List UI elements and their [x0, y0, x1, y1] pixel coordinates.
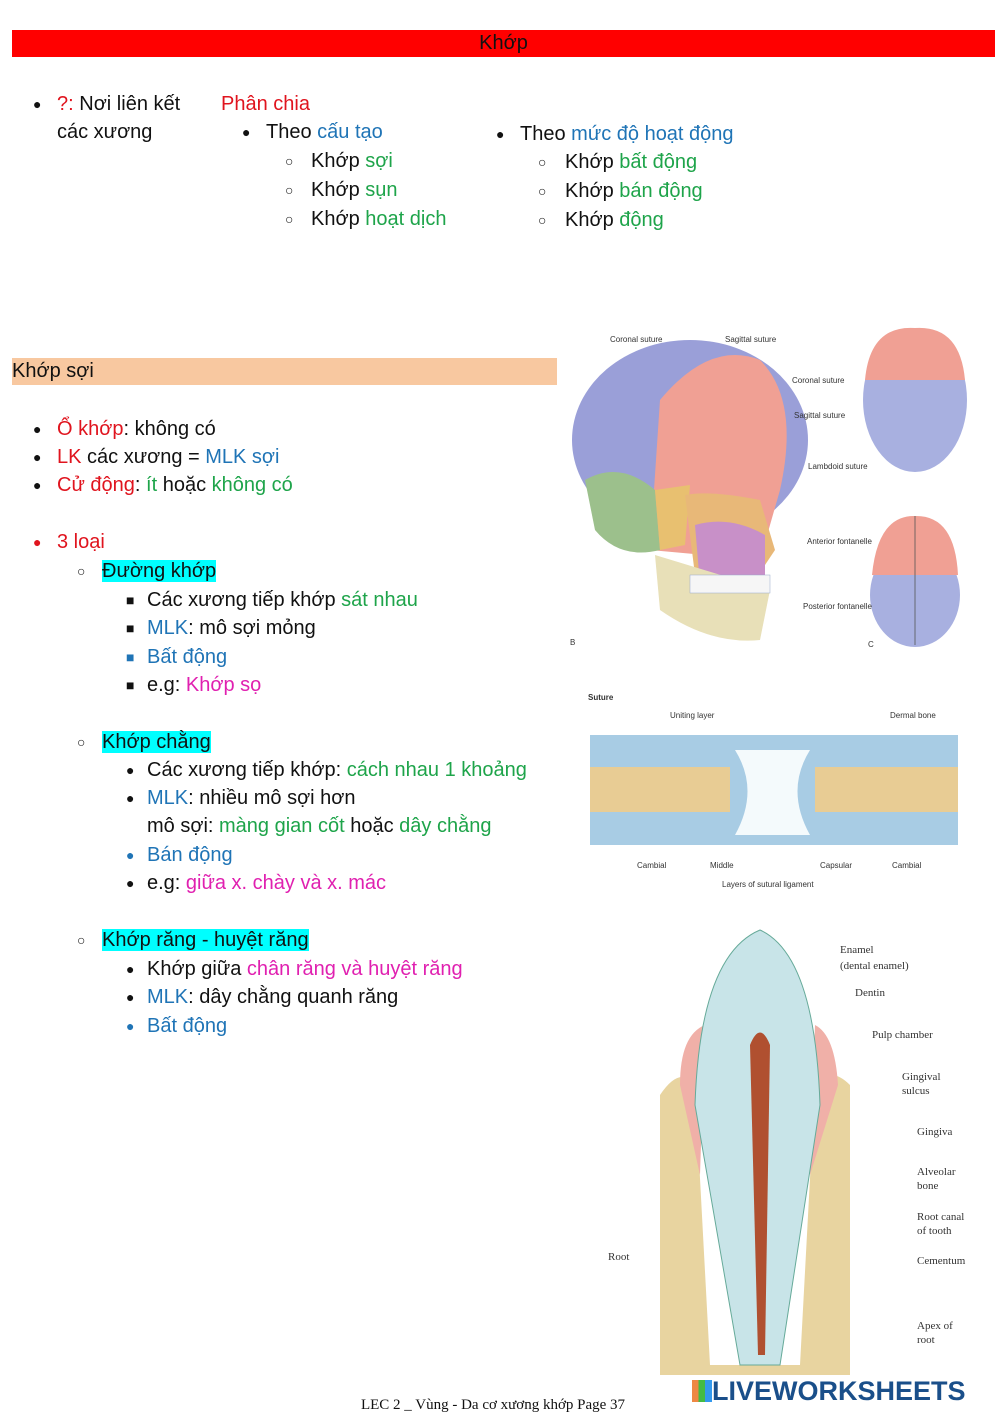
bullet-icon: ● — [126, 762, 135, 778]
list-item: Bán động — [147, 844, 233, 866]
svg-text:Pulp chamber: Pulp chamber — [872, 1029, 933, 1041]
svg-text:Alveolar: Alveolar — [917, 1166, 956, 1178]
by-structure: Theo cấu tạo — [266, 121, 383, 143]
list-item: Khớp hoạt dịch — [311, 208, 447, 230]
bullet-icon: ● — [126, 790, 135, 806]
bullet-icon: ● — [126, 961, 135, 977]
circle-bullet-icon: ○ — [538, 212, 547, 228]
bullet-icon: ● — [242, 124, 251, 140]
type-title: Khớp răng - huyệt răng — [102, 929, 309, 951]
suture-figure: Suture Uniting layer Dermal bone Cambial… — [588, 693, 958, 889]
bullet-icon: ● — [33, 477, 42, 493]
bullet-icon: ● — [33, 96, 42, 112]
circle-bullet-icon: ○ — [77, 932, 86, 948]
list-item: Các xương tiếp khớp: cách nhau 1 khoảng — [147, 759, 527, 781]
bullet-icon: ● — [126, 847, 135, 863]
square-bullet-icon: ■ — [126, 620, 135, 636]
division-heading: Phân chia — [221, 93, 310, 115]
svg-text:Capsular: Capsular — [820, 861, 852, 870]
by-mobility: Theo mức độ hoạt động — [520, 123, 734, 145]
svg-text:root: root — [917, 1334, 935, 1346]
svg-text:Suture: Suture — [588, 693, 614, 702]
circle-bullet-icon: ○ — [77, 563, 86, 579]
liveworksheets-logo: LIVEWORKSHEETS — [692, 1376, 966, 1407]
svg-text:Layers of sutural ligament: Layers of sutural ligament — [722, 880, 814, 889]
svg-text:bone: bone — [917, 1180, 939, 1192]
svg-text:Cambial: Cambial — [892, 861, 922, 870]
square-bullet-icon: ■ — [126, 677, 135, 693]
section-bar: Khớp sợi — [12, 358, 557, 385]
list-item: Khớp giữa chân răng và huyệt răng — [147, 958, 463, 980]
list-item: Khớp sợi — [311, 150, 393, 172]
svg-text:of tooth: of tooth — [917, 1225, 952, 1237]
svg-text:B: B — [570, 638, 575, 647]
circle-bullet-icon: ○ — [285, 182, 294, 198]
square-bullet-icon: ■ — [126, 592, 135, 608]
list-item: Khớp sụn — [311, 179, 398, 201]
svg-text:Posterior fontanelle: Posterior fontanelle — [803, 602, 872, 611]
type-title: Đường khớp — [102, 560, 217, 582]
circle-bullet-icon: ○ — [285, 211, 294, 227]
list-item: e.g: Khớp sọ — [147, 674, 262, 696]
bullet-icon: ● — [126, 1018, 135, 1034]
bullet-icon: ● — [33, 449, 42, 465]
types-label: 3 loại — [57, 531, 105, 553]
circle-bullet-icon: ○ — [285, 153, 294, 169]
svg-text:Enamel: Enamel — [840, 944, 874, 956]
svg-text:Sagittal suture: Sagittal suture — [794, 411, 846, 420]
svg-text:Dentin: Dentin — [855, 987, 885, 999]
list-item: MLK: mô sợi mỏng — [147, 617, 316, 639]
svg-text:Root canal: Root canal — [917, 1211, 964, 1223]
list-item: Khớp động — [565, 209, 664, 231]
bullet-icon: ● — [126, 989, 135, 1005]
list-item: MLK: dây chằng quanh răng — [147, 986, 399, 1008]
circle-bullet-icon: ○ — [538, 154, 547, 170]
svg-text:Middle: Middle — [710, 861, 734, 870]
svg-text:Anterior fontanelle: Anterior fontanelle — [807, 537, 872, 546]
page-title: Khớp — [479, 32, 528, 54]
skull-figure: Coronal suture Sagittal suture Coronal s… — [570, 327, 967, 649]
svg-text:Lambdoid suture: Lambdoid suture — [808, 462, 868, 471]
svg-text:Gingiva: Gingiva — [917, 1126, 953, 1138]
svg-text:Apex of: Apex of — [917, 1320, 953, 1332]
circle-bullet-icon: ○ — [538, 183, 547, 199]
list-item: Bất động — [147, 646, 228, 668]
svg-text:Cementum: Cementum — [917, 1255, 966, 1267]
footer-text: LEC 2 _ Vùng - Da cơ xương khớp Page 37 — [360, 1397, 626, 1413]
header-bar: Khớp — [12, 30, 995, 57]
svg-text:(dental enamel): (dental enamel) — [840, 960, 909, 972]
list-item: e.g: giữa x. chày và x. mác — [147, 872, 387, 894]
prop-joint-cavity: Ổ khớp: không có — [57, 418, 216, 440]
intro-definition-cont: các xương — [57, 121, 153, 143]
svg-text:Root: Root — [608, 1251, 629, 1263]
prop-connection: LK các xương = MLK sợi — [57, 446, 280, 468]
svg-text:C: C — [868, 640, 874, 649]
type-title: Khớp chằng — [102, 731, 211, 753]
tooth-figure: Enamel (dental enamel) Dentin Pulp chamb… — [608, 929, 966, 1375]
list-item: Khớp bất động — [565, 151, 698, 173]
svg-text:Coronal suture: Coronal suture — [792, 376, 845, 385]
bullet-icon: ● — [33, 421, 42, 437]
prop-movement: Cử động: ít hoặc không có — [57, 474, 293, 496]
section-title: Khớp sợi — [12, 360, 94, 382]
svg-text:Gingival: Gingival — [902, 1071, 941, 1083]
svg-text:Sagittal suture: Sagittal suture — [725, 335, 777, 344]
list-item: MLK: nhiều mô sợi hơn — [147, 787, 356, 809]
svg-text:Coronal suture: Coronal suture — [610, 335, 663, 344]
logo-blocks-icon — [692, 1380, 712, 1402]
svg-text:Dermal bone: Dermal bone — [890, 711, 936, 720]
svg-text:sulcus: sulcus — [902, 1085, 930, 1097]
bullet-icon: ● — [33, 534, 42, 550]
bullet-icon: ● — [126, 875, 135, 891]
list-item: Bất động — [147, 1015, 228, 1037]
svg-text:Uniting layer: Uniting layer — [670, 711, 715, 720]
svg-text:Cambial: Cambial — [637, 861, 667, 870]
list-item-cont: mô sợi: màng gian cốt hoặc dây chằng — [147, 815, 492, 837]
list-item: Các xương tiếp khớp sát nhau — [147, 589, 418, 611]
intro-definition: ?: Nơi liên kết — [57, 93, 181, 115]
circle-bullet-icon: ○ — [77, 734, 86, 750]
list-item: Khớp bán động — [565, 180, 703, 202]
square-bullet-icon: ■ — [126, 649, 135, 665]
bullet-icon: ● — [496, 126, 505, 142]
